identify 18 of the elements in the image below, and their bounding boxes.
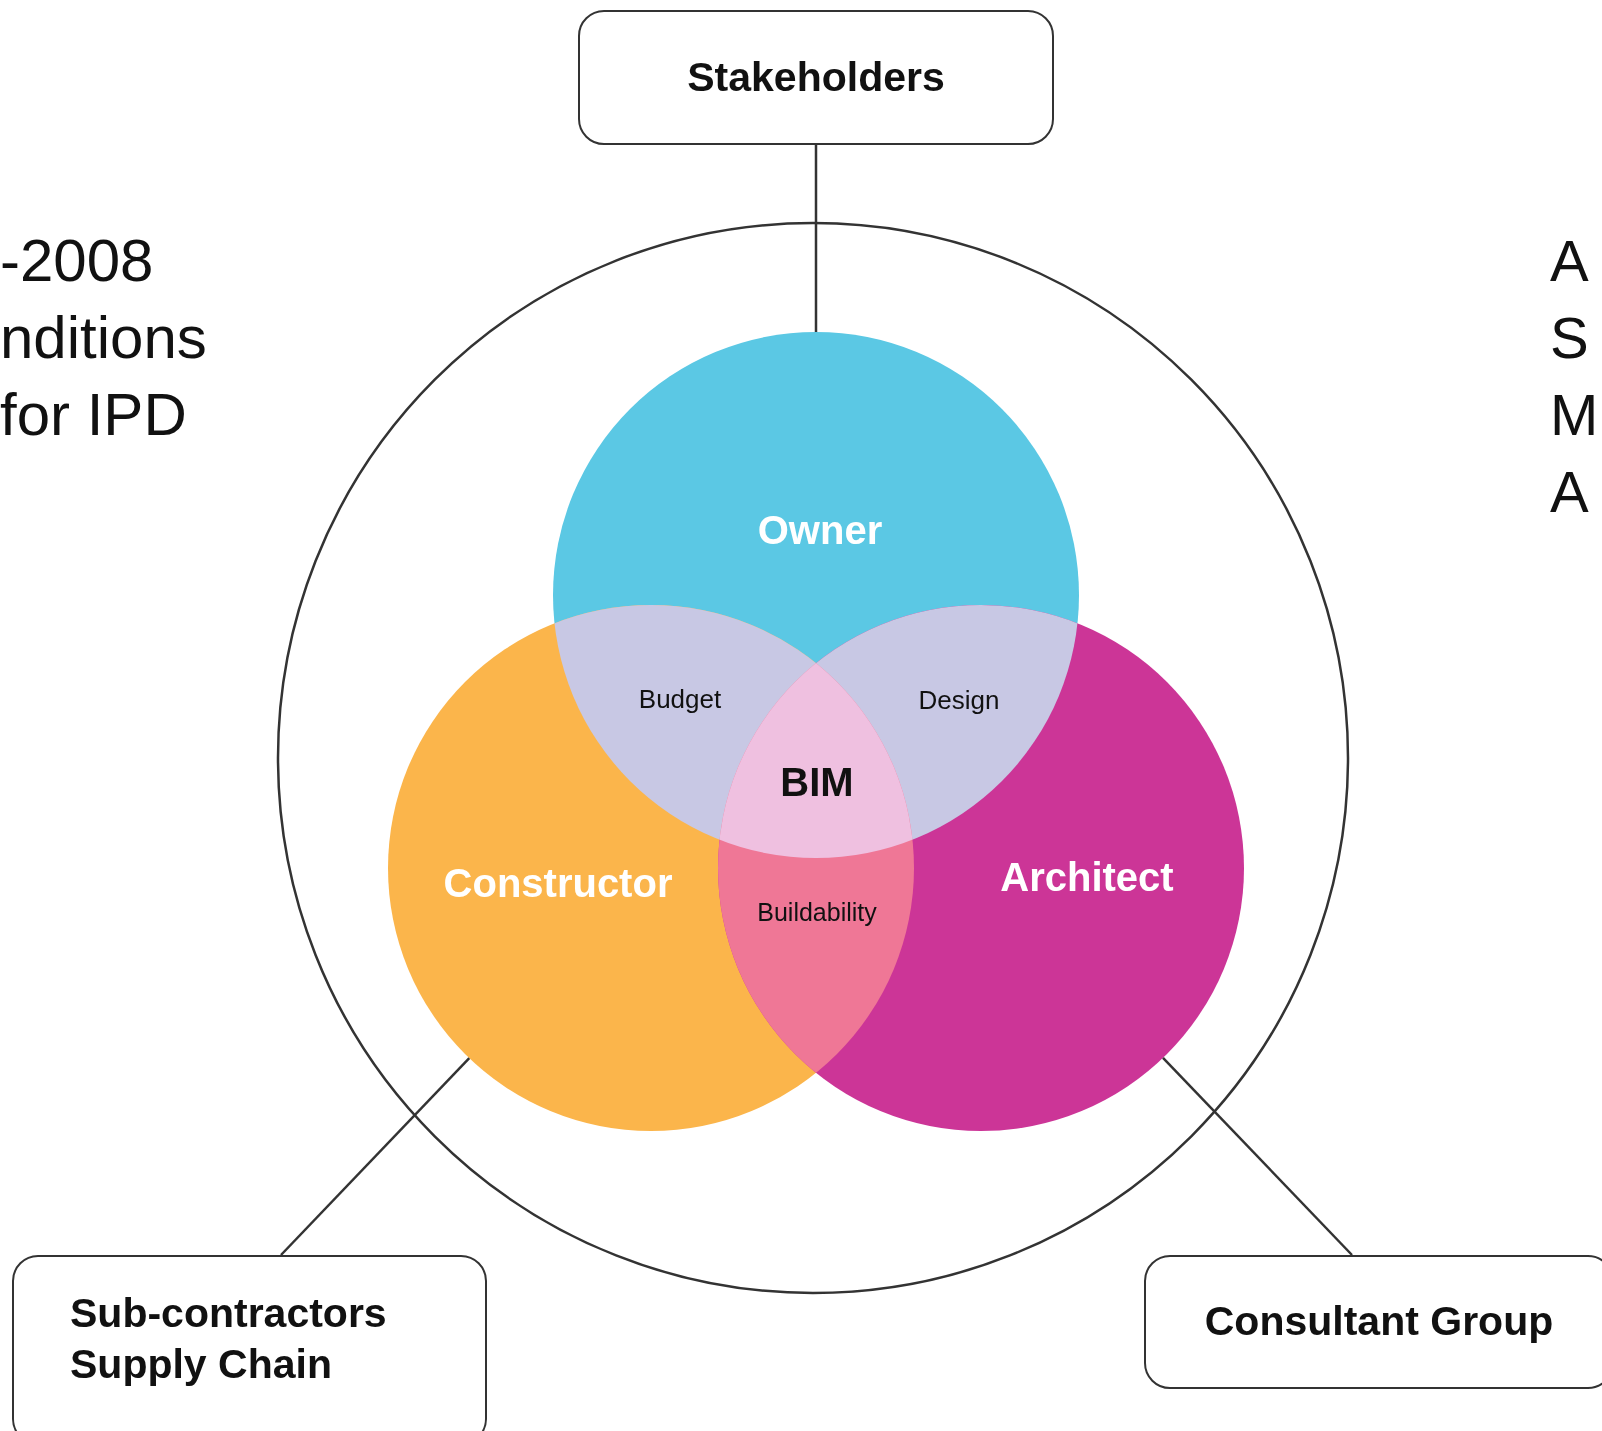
rounded-box	[578, 10, 1054, 145]
circle-label: Owner	[757, 507, 883, 553]
side-note: -2008 nditions for IPD	[0, 226, 208, 450]
region-label: Budget	[638, 683, 722, 715]
region-label: BIM	[780, 759, 854, 805]
connector-line	[1162, 1057, 1353, 1256]
rounded-box	[12, 1255, 487, 1431]
box-label: Sub-contractors Supply Chain	[70, 1288, 388, 1389]
circle-label: Constructor	[443, 860, 673, 906]
connector-line	[280, 1057, 471, 1256]
box-label: Consultant Group	[1204, 1297, 1554, 1347]
connector-line	[814, 145, 818, 332]
rounded-box	[1144, 1255, 1602, 1389]
circle-label: Architect	[1000, 854, 1174, 900]
side-note: A S M A	[1550, 227, 1600, 526]
region-label: Design	[918, 684, 1000, 716]
box-label: Stakeholders	[687, 52, 945, 102]
region-label: Buildability	[757, 897, 877, 927]
